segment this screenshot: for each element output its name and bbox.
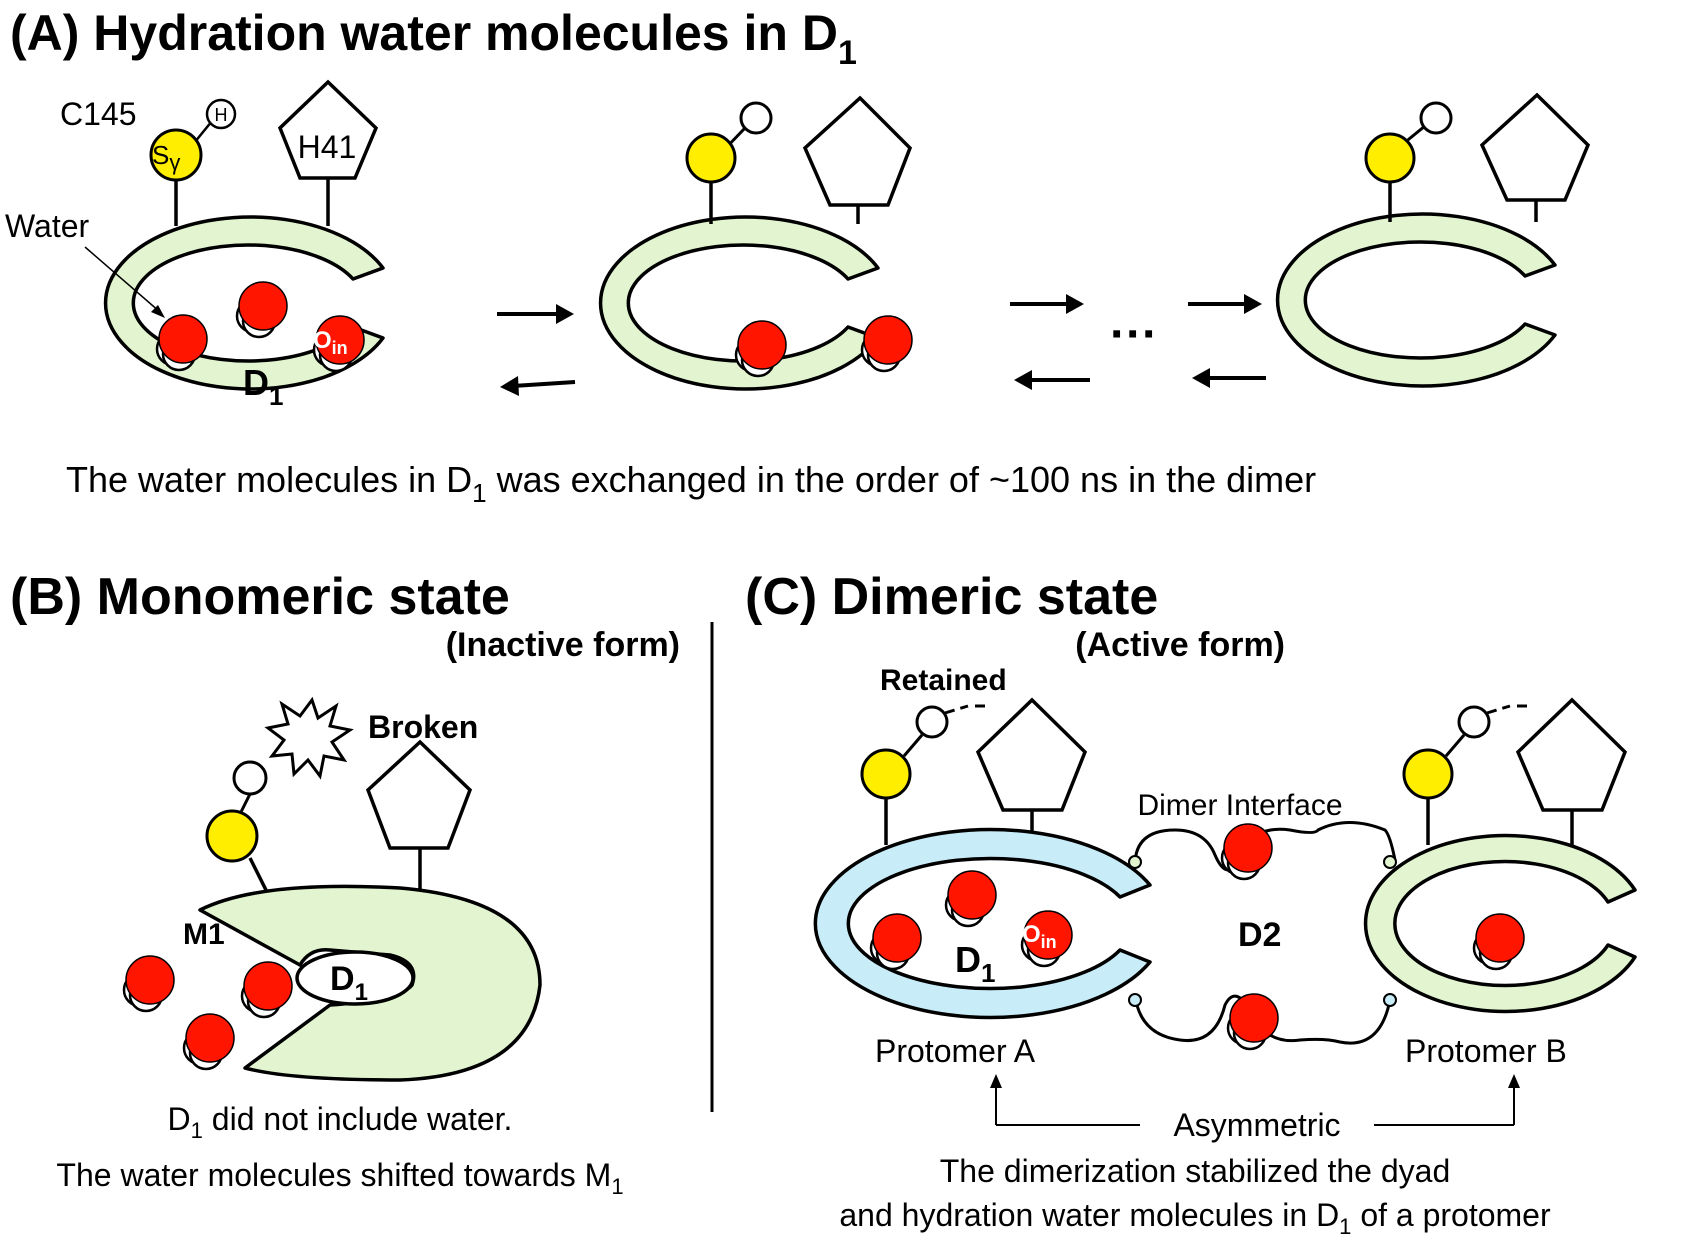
oin-label: Oin [313, 327, 348, 358]
panel-b: (B) Monomeric state (Inactive form) Brok… [10, 568, 714, 1199]
water-molecule [240, 960, 294, 1019]
d2-label: D2 [1238, 916, 1281, 954]
broken-star-icon [264, 696, 354, 780]
arrow-head [1014, 370, 1032, 390]
retained-label: Retained [880, 664, 1007, 697]
c145-label: C145 [60, 96, 137, 132]
hydrogen-atom [205, 98, 237, 130]
h41-label: H41 [298, 129, 357, 165]
sulfur-atom [685, 132, 737, 184]
panel-a-title: (A) Hydration water molecules in D1 [10, 5, 857, 72]
water-molecule [1226, 992, 1280, 1051]
panel-b-caption-1: D1 did not include water. [168, 1101, 513, 1143]
h41-pentagon [1479, 92, 1591, 202]
equilibrium-arrows-2 [1010, 294, 1090, 390]
sg-h-bond [902, 734, 924, 757]
water-molecule [235, 280, 289, 339]
d1-label: D1 [955, 939, 995, 988]
interface-bead [1383, 993, 1397, 1007]
water-molecule [860, 314, 914, 373]
panel-b-caption-2: The water molecules shifted towards M1 [56, 1157, 623, 1199]
d1-label: D1 [330, 960, 368, 1006]
hydrogen-atom [1457, 705, 1491, 739]
protomer-a: Oin D1 Protomer A [813, 827, 1152, 1069]
sg-h-bond [1444, 734, 1466, 757]
arrow-head [1066, 294, 1084, 314]
sulfur-atom [1402, 748, 1454, 800]
equilibrium-arrows-3 [1188, 294, 1266, 388]
panel-c: (C) Dimeric state (Active form) Retained… [745, 568, 1637, 1239]
sg-h-bond [238, 793, 252, 815]
sg-label: Sγ [152, 140, 180, 175]
protomer-a-label: Protomer A [875, 1033, 1036, 1069]
pocket-shape [813, 827, 1152, 1020]
pocket-shape [1275, 212, 1557, 388]
dimer-interface-label: Dimer Interface [1137, 789, 1342, 822]
panel-c-caption-2: and hydration water molecules in D1 of a… [839, 1197, 1551, 1239]
water-pointer [84, 246, 161, 313]
arrow-head [1192, 368, 1210, 388]
hydrogen-atom [915, 705, 949, 739]
asymmetric-bracket: Asymmetric [990, 1074, 1520, 1143]
equilibrium-arrows-1 [497, 304, 576, 396]
panel-b-subtitle: (Inactive form) [446, 626, 680, 664]
panel-a-caption: The water molecules in D1 was exchanged … [66, 459, 1316, 508]
hydrogen-atom [232, 760, 268, 796]
interface-bead [1383, 855, 1397, 869]
pocket-shape [198, 884, 542, 1082]
d1-label: D1 [243, 362, 283, 411]
panel-c-caption-1: The dimerization stabilized the dyad [940, 1153, 1451, 1189]
panel-c-subtitle: (Active form) [1075, 626, 1285, 664]
state-2 [598, 95, 914, 391]
water-molecule [869, 912, 923, 971]
h41-pentagon [975, 697, 1088, 812]
arrow-head [500, 376, 519, 396]
panel-b-title: (B) Monomeric state [10, 568, 510, 626]
protomer-b-label: Protomer B [1405, 1033, 1567, 1069]
ellipsis: ··· [1110, 308, 1158, 361]
interface-bead [1128, 993, 1142, 1007]
water-pointer-head [151, 305, 165, 318]
water-molecule [182, 1012, 236, 1071]
pocket-shape [1363, 833, 1637, 1014]
arrow-head [990, 1074, 1002, 1088]
water-label: Water [5, 208, 90, 244]
arrow-head [1508, 1074, 1520, 1088]
oin-label: Oin [1022, 921, 1057, 952]
d1-pocket [295, 950, 415, 1006]
interface-bead [1128, 855, 1142, 869]
state-3 [1275, 92, 1591, 388]
h41-pentagon [802, 95, 913, 207]
panel-c-title: (C) Dimeric state [745, 568, 1158, 626]
water-molecule [1220, 822, 1274, 881]
m1-label: M1 [183, 918, 225, 951]
water-molecule [1472, 912, 1526, 971]
sulfur-atom [149, 128, 203, 182]
hydrogen-atom [739, 101, 773, 135]
water-molecule [944, 869, 998, 928]
state-1: Sγ H C145 H41 Water Oin D1 [5, 79, 385, 411]
backward-arrow [512, 380, 576, 388]
h41-pentagon [1515, 697, 1628, 812]
asymmetric-label: Asymmetric [1173, 1107, 1340, 1143]
protomer-b: Protomer B [1363, 833, 1637, 1069]
h41-pentagon [365, 739, 473, 850]
panel-a: (A) Hydration water molecules in D1 Sγ H… [5, 5, 1591, 508]
hydrogen-bond [944, 704, 969, 715]
hydrogen-bond [1486, 704, 1511, 715]
hydrogen-atom [1419, 101, 1453, 135]
sulfur-atom [1364, 132, 1416, 184]
sulfur-atom [860, 748, 912, 800]
water-molecule [122, 954, 176, 1013]
sulfur-atom [205, 809, 259, 863]
arrow-head [556, 304, 574, 324]
arrow-head [1244, 294, 1262, 314]
broken-label: Broken [368, 709, 478, 745]
h-atom-label: H [215, 105, 228, 125]
